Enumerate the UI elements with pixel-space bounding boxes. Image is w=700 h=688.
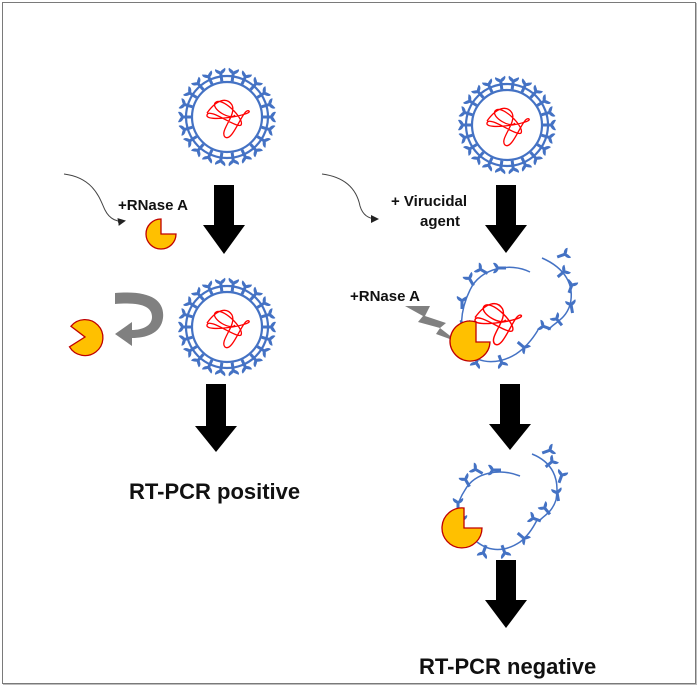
down-arrow-right-1 bbox=[485, 185, 527, 253]
viral-rna-icon bbox=[206, 309, 250, 349]
spike-protein-icon bbox=[493, 158, 509, 176]
spike-protein-icon bbox=[505, 158, 521, 176]
spike-protein-icon bbox=[493, 74, 509, 92]
spike-protein-icon bbox=[225, 276, 241, 294]
intact-virus-top-right bbox=[456, 74, 558, 176]
spike-protein-icon bbox=[512, 336, 533, 356]
spike-protein-icon bbox=[541, 118, 558, 132]
spike-protein-icon bbox=[553, 246, 573, 264]
curved-pointer-arrow-right bbox=[321, 173, 379, 223]
down-arrow-left-1 bbox=[203, 185, 245, 254]
result-label-positive: RT-PCR positive bbox=[129, 479, 300, 504]
intact-virus-middle-left bbox=[176, 276, 278, 378]
spike-protein-icon bbox=[225, 360, 241, 378]
membrane-ring bbox=[184, 284, 270, 370]
membrane-ring bbox=[190, 80, 264, 154]
rnase-label-right: +RNase A bbox=[350, 288, 420, 305]
down-arrow-right-2 bbox=[489, 384, 531, 450]
spike-protein-icon bbox=[225, 150, 241, 168]
membrane-ring bbox=[464, 82, 550, 168]
virucidal-label-line2: agent bbox=[420, 213, 460, 230]
lightning-bolt-icon bbox=[405, 306, 458, 342]
down-arrow-right-3 bbox=[485, 560, 527, 628]
result-label-negative: RT-PCR negative bbox=[419, 654, 596, 679]
spike-protein-icon bbox=[512, 527, 533, 547]
spike-protein-icon bbox=[261, 110, 278, 124]
rnase-enzyme-left-bounced bbox=[68, 319, 104, 357]
curved-pointer-arrow-left bbox=[63, 173, 126, 226]
disrupted-virus-with-rnase: +RNase A bbox=[350, 246, 580, 371]
spike-protein-icon bbox=[213, 66, 229, 84]
spike-protein-icon bbox=[213, 150, 229, 168]
intact-virus-top-left bbox=[176, 66, 278, 168]
membrane-ring bbox=[190, 290, 264, 364]
membrane-ring bbox=[470, 88, 544, 162]
spike-protein-icon bbox=[486, 463, 503, 477]
spike-protein-icon bbox=[213, 276, 229, 294]
spike-protein-icon bbox=[456, 118, 473, 132]
rnase-label-left: +RNase A bbox=[118, 197, 188, 214]
deflect-arrow-icon bbox=[115, 292, 164, 346]
spike-protein-icon bbox=[213, 360, 229, 378]
rnase-enzyme-left-top bbox=[145, 218, 177, 250]
viral-rna-icon bbox=[486, 107, 530, 147]
spike-protein-icon bbox=[261, 320, 278, 334]
rnase-enzyme-right-attack bbox=[449, 320, 491, 362]
degraded-virus-with-rnase bbox=[441, 442, 570, 561]
spike-protein-icon bbox=[495, 541, 513, 561]
membrane-ring bbox=[184, 74, 270, 160]
spike-protein-icon bbox=[491, 261, 508, 275]
spike-protein-icon bbox=[225, 66, 241, 84]
rnase-enzyme-right-bound bbox=[441, 507, 483, 549]
down-arrow-left-2 bbox=[195, 384, 237, 452]
spike-protein-icon bbox=[538, 442, 558, 460]
spike-protein-icon bbox=[176, 110, 193, 124]
virucidal-label-line1: + Virucidal bbox=[391, 193, 467, 210]
viral-rna-icon bbox=[206, 99, 250, 139]
spike-protein-icon bbox=[176, 320, 193, 334]
spike-protein-icon bbox=[505, 74, 521, 92]
